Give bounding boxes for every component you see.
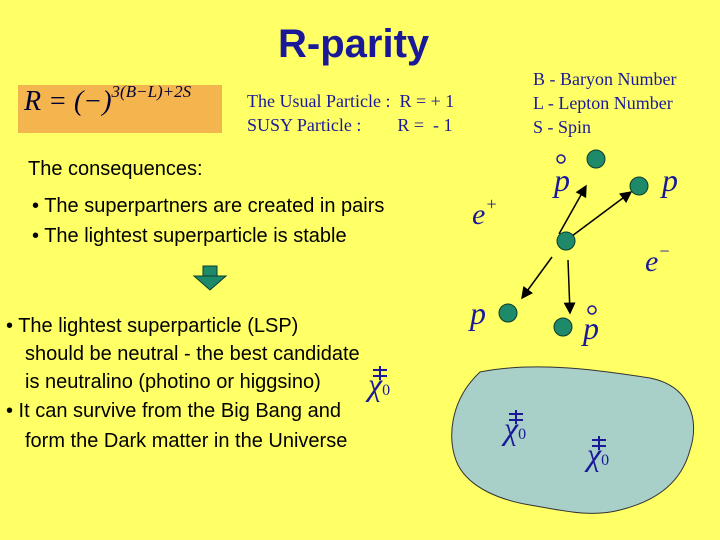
neutralino-label-text: χ0 [368, 366, 391, 402]
legend-spin: S - Spin [533, 117, 592, 137]
lsp-line-5: form the Dark matter in the Universe [25, 430, 348, 452]
lsp-line-3: is neutralino (photino or higgsino) [25, 371, 321, 393]
down-arrow-icon [192, 265, 228, 291]
r-parity-formula: R = (−)3(B−L)+2S [24, 82, 191, 118]
lsp-line-4: • It can survive from the Big Bang and [6, 400, 341, 422]
consequence-bullet-stable: • The lightest superparticle is stable [32, 225, 347, 247]
page-title: R-parity [278, 22, 430, 66]
particle-dot-icon [629, 176, 649, 196]
lsp-line-2: should be neutral - the best candidate [25, 343, 360, 365]
positron-label: e+ [472, 194, 498, 231]
particle-dot-icon [586, 149, 606, 169]
lsp-line-1: • The lightest superparticle (LSP) [6, 315, 299, 337]
neutralino-label-dm-1: χ0 [504, 410, 527, 446]
consequences-heading: The consequences: [28, 158, 203, 180]
formula-box [18, 85, 222, 133]
usual-particle-parity: The Usual Particle : R = + 1 [247, 91, 455, 111]
proton-label-antiproton-bottom: p [583, 310, 599, 346]
proton-label-antiproton-top: p [554, 162, 570, 198]
dark-matter-region [451, 366, 695, 514]
susy-particle-parity: SUSY Particle : R = - 1 [247, 115, 453, 135]
formula-lhs: R = (−) [24, 86, 112, 117]
consequence-bullet-pairs: • The superpartners are created in pairs [32, 195, 385, 217]
particle-dot-icon [553, 317, 573, 337]
formula-exponent: 3(B−L)+2S [111, 82, 192, 101]
particle-dot-icon [556, 231, 576, 251]
legend: B - Baryon Number L - Lepton Number S - … [533, 67, 676, 139]
particle-dot-icon [498, 303, 518, 323]
antiparticle-ring [587, 305, 597, 315]
antiparticle-ring [556, 154, 566, 164]
proton-label-right: p [662, 162, 678, 198]
electron-label: e− [645, 241, 671, 278]
neutralino-label-dm-2: χ0 [587, 436, 610, 472]
legend-lepton: L - Lepton Number [533, 93, 673, 113]
neutralino-symbol-icon [373, 366, 606, 450]
legend-baryon: B - Baryon Number [533, 69, 677, 89]
interaction-arrows [521, 184, 633, 315]
proton-label-left: p [470, 295, 486, 331]
